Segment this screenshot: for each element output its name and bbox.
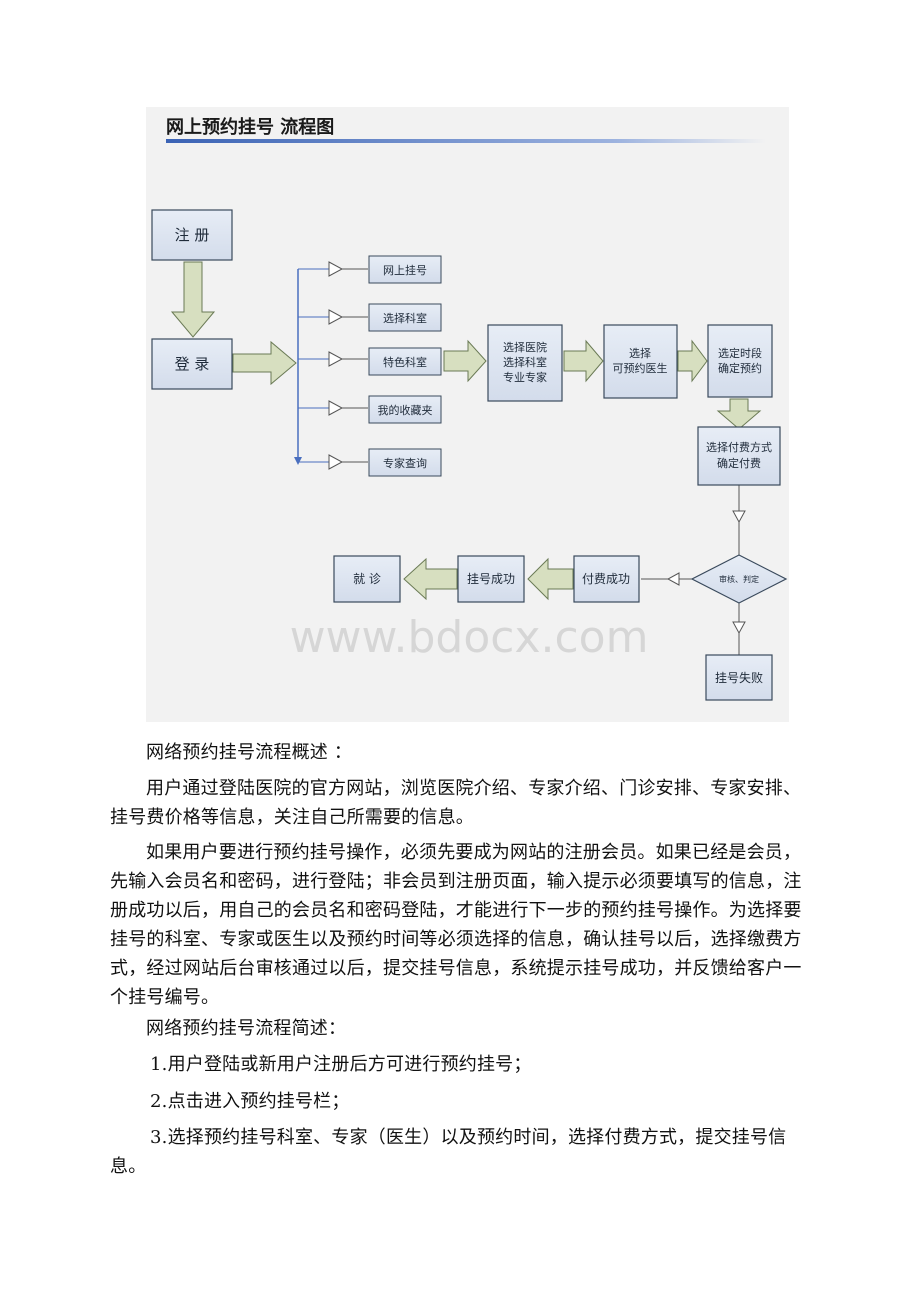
- watermark: www.bdocx.com: [290, 612, 649, 663]
- down-triangle-pay-review: [732, 510, 746, 524]
- node-register: 注 册: [151, 209, 233, 261]
- svg-text:付费成功: 付费成功: [582, 572, 630, 586]
- node-payment-success: 付费成功: [573, 555, 640, 603]
- branch-connectors: [298, 261, 368, 470]
- node-special-department: 特色科室: [368, 347, 442, 376]
- svg-text:确定预约: 确定预约: [718, 361, 762, 375]
- svg-text:挂号成功: 挂号成功: [467, 572, 515, 586]
- svg-text:专业专家: 专业专家: [503, 370, 547, 384]
- node-favorites: 我的收藏夹: [368, 395, 442, 424]
- step-1: 1.用户登陆或新用户注册后方可进行预约挂号；: [150, 1054, 532, 1075]
- flowchart-figure: 网上预约挂号 流程图 www.bdocx.com: [146, 107, 789, 722]
- step-3: 3.选择预约挂号科室、专家（医生）以及预约时间，选择付费方式，提交挂号信息。: [110, 1127, 787, 1177]
- figure-title: 网上预约挂号 流程图: [166, 116, 334, 138]
- svg-text:选定时段: 选定时段: [718, 346, 762, 360]
- svg-text:网上挂号: 网上挂号: [383, 263, 427, 277]
- node-online-registration: 网上挂号: [368, 255, 442, 284]
- down-triangle-review-fail: [732, 621, 746, 635]
- branch-line-arrowhead: [294, 457, 302, 465]
- title-underline: [166, 139, 766, 143]
- svg-text:注 册: 注 册: [175, 226, 210, 244]
- svg-text:可预约医生: 可预约医生: [613, 361, 668, 375]
- brief-heading: 网络预约挂号流程简述：: [146, 1018, 347, 1039]
- svg-text:专家查询: 专家查询: [383, 456, 427, 470]
- svg-text:选择科室: 选择科室: [503, 355, 547, 369]
- svg-text:登 录: 登 录: [175, 355, 210, 373]
- svg-text:确定付费: 确定付费: [717, 456, 761, 470]
- node-select-time: 选定时段 确定预约: [707, 324, 773, 398]
- paragraph-2: 如果用户要进行预约挂号操作，必须先要成为网站的注册会员。如果已经是会员，先输入会…: [110, 842, 802, 1008]
- node-visit: 就 诊: [333, 555, 401, 603]
- node-review-decision: 审核、判定: [690, 554, 788, 604]
- step-2: 2.点击进入预约挂号栏；: [150, 1091, 350, 1112]
- svg-text:就 诊: 就 诊: [353, 572, 381, 586]
- paragraph-1: 用户通过登陆医院的官方网站，浏览医院介绍、专家介绍、门诊安排、专家安排、挂号费价…: [110, 778, 802, 828]
- node-registration-failed: 挂号失败: [705, 654, 773, 701]
- right-arrow-login-branch: [232, 340, 297, 386]
- node-select-department: 选择科室: [368, 303, 442, 332]
- right-arrow-doctor-time: [677, 339, 708, 383]
- node-expert-query: 专家查询: [368, 448, 442, 477]
- svg-text:选择付费方式: 选择付费方式: [706, 440, 772, 454]
- svg-text:挂号失败: 挂号失败: [715, 670, 763, 685]
- svg-text:选择科室: 选择科室: [383, 311, 427, 325]
- left-triangle-review-payok: [666, 572, 680, 586]
- svg-text:审核、判定: 审核、判定: [719, 574, 759, 584]
- svg-text:我的收藏夹: 我的收藏夹: [378, 403, 433, 417]
- right-arrow-special-hospital: [443, 339, 487, 383]
- left-arrow-regok-visit: [403, 557, 458, 601]
- node-login: 登 录: [151, 338, 233, 390]
- down-arrow-time-pay: [716, 398, 762, 430]
- node-payment-method: 选择付费方式 确定付费: [697, 426, 781, 486]
- svg-text:选择医院: 选择医院: [503, 340, 547, 354]
- left-arrow-payok-regok: [527, 557, 574, 601]
- node-select-hospital: 选择医院 选择科室 专业专家: [487, 324, 563, 402]
- svg-text:选择: 选择: [629, 346, 651, 360]
- right-arrow-hospital-doctor: [563, 339, 604, 383]
- overview-heading: 网络预约挂号流程概述 ：: [146, 742, 353, 763]
- down-arrow-register-login: [170, 261, 216, 338]
- flowchart-svg: 网上预约挂号 流程图 www.bdocx.com: [151, 116, 788, 701]
- node-select-doctor: 选择 可预约医生: [603, 324, 678, 399]
- node-registration-success: 挂号成功: [457, 555, 525, 603]
- svg-text:特色科室: 特色科室: [383, 355, 427, 369]
